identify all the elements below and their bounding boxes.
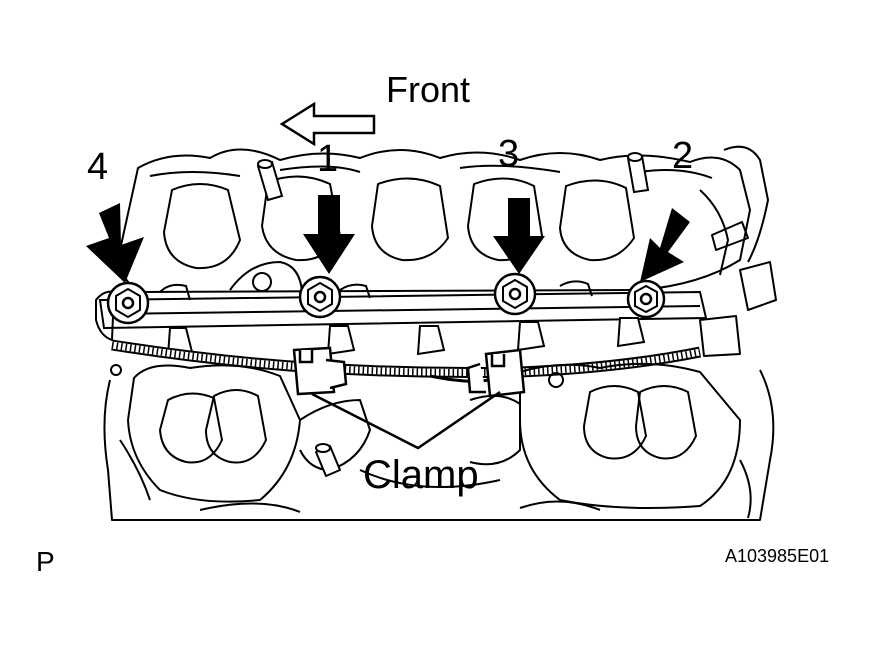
bolt-number-4: 4 xyxy=(87,146,109,188)
bolt-pointer-arrow-icon xyxy=(640,208,690,282)
corner-letter: P xyxy=(36,546,55,577)
bolt-head-icon xyxy=(626,279,666,319)
lower-manifold-casting xyxy=(95,290,775,521)
bolt-number-2: 2 xyxy=(672,135,694,177)
bolt-pointer-arrow-icon xyxy=(493,198,545,274)
clamp-callout-lines xyxy=(311,390,501,450)
bolt-head-icon xyxy=(298,275,342,319)
clamp-icon xyxy=(466,348,526,398)
front-direction-arrow-icon xyxy=(279,101,376,147)
fuel-delivery-rail xyxy=(98,280,708,330)
bolt-number-1: 1 xyxy=(317,138,339,180)
front-label: Front xyxy=(386,69,471,110)
bolt-head-icon xyxy=(493,272,537,316)
bolt-head-icon xyxy=(106,281,150,325)
clamp-label: Clamp xyxy=(363,453,479,497)
bolt-number-3: 3 xyxy=(498,133,520,175)
figure-code: A103985E01 xyxy=(725,546,830,566)
bolt-pointer-arrow-icon xyxy=(86,203,144,283)
clamp-icon xyxy=(292,346,348,396)
manifold-studs xyxy=(256,152,650,202)
bolt-pointer-arrow-icon xyxy=(303,195,355,274)
wire-harness xyxy=(111,339,702,383)
